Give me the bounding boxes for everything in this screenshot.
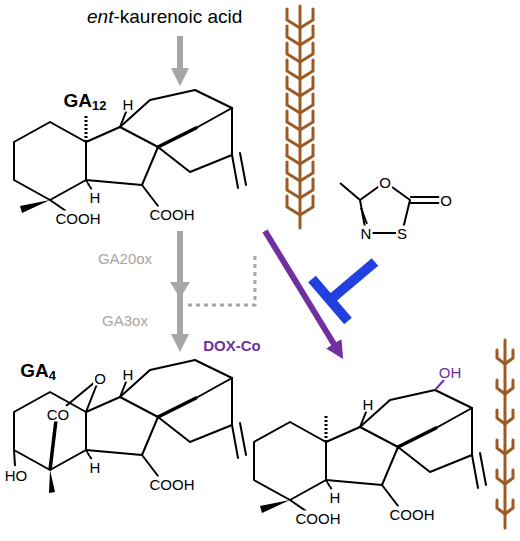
lactone-bond	[66, 382, 95, 406]
hydroxyl-bond	[14, 450, 15, 466]
inhibition-stem	[330, 262, 375, 300]
atom-label: H	[89, 460, 102, 475]
spike-awn	[497, 440, 505, 454]
atom-label: O	[378, 175, 392, 190]
ga12-structure: GA12HHCOOHCOOH	[4, 86, 248, 228]
product-skeleton	[254, 380, 486, 513]
carbonyl-bond	[410, 197, 440, 203]
ga12-substituents	[20, 114, 86, 213]
atom-label: N	[360, 226, 373, 241]
spike-awn	[287, 179, 300, 198]
spike-awn	[505, 500, 513, 514]
compound-name: GA4	[19, 361, 57, 380]
methyl-wedge	[49, 470, 55, 493]
atom-label: H	[122, 97, 135, 112]
short-plant-spike	[497, 340, 513, 528]
spike-awn	[287, 77, 300, 96]
precursor-name: ent-kaurenoic acid	[80, 5, 262, 33]
enzyme-step-label: GA3ox	[100, 313, 150, 328]
spike-awn	[300, 9, 313, 28]
inhibitor-structure: O N S O	[330, 170, 456, 246]
spike-awn	[505, 350, 513, 364]
spike-stem	[504, 340, 507, 528]
atom-label: COOH	[149, 207, 196, 222]
ga4-structure: GA4O CO HO H H COOH	[0, 352, 246, 500]
dotted-block-line	[188, 255, 255, 305]
spike-awn	[300, 128, 313, 147]
spike-awn	[300, 26, 313, 45]
atom-label: HO	[4, 468, 29, 483]
spike-awn	[287, 9, 300, 28]
oxathiazolone-structure	[340, 182, 440, 233]
atom-label: OH	[438, 365, 463, 380]
spike-awn	[497, 410, 505, 424]
spike-awn	[300, 179, 313, 198]
hydroxyl-bond	[435, 380, 444, 390]
double-bond	[361, 208, 367, 224]
ga4-core	[14, 360, 246, 476]
spike-awn	[300, 77, 313, 96]
spike-awn	[287, 196, 300, 215]
enzyme-label: DOX-Co	[201, 338, 263, 353]
spike-awn	[287, 111, 300, 130]
spike-awn	[497, 380, 505, 394]
spike-awn	[497, 350, 505, 364]
spike-awn	[287, 43, 300, 62]
compound-name: ent-kaurenoic acid	[86, 6, 243, 27]
spike-awn	[300, 60, 313, 79]
atom-label: COOH	[389, 507, 436, 522]
lactone-bond	[50, 420, 56, 470]
atom-label: CO	[46, 407, 71, 422]
product-substituents	[260, 414, 326, 513]
product-core	[254, 390, 486, 506]
atom-label: H	[362, 397, 375, 412]
spike-awn	[300, 43, 313, 62]
spike-awn	[505, 410, 513, 424]
spike-awn	[497, 500, 505, 514]
ga12-skeleton	[14, 90, 246, 206]
spike-stem	[299, 6, 302, 228]
spike-awn	[505, 380, 513, 394]
pathway-arrow	[177, 231, 183, 346]
spike-awn	[505, 440, 513, 454]
spike-awn	[300, 162, 313, 181]
atom-label: COOH	[55, 211, 102, 226]
spike-awn	[287, 94, 300, 113]
spike-awn	[505, 470, 513, 484]
spike-awn	[287, 128, 300, 147]
product-structure: OH H H COOH COOH	[250, 360, 492, 530]
spike-awn	[300, 111, 313, 130]
ga4-skeleton	[14, 360, 246, 493]
spike-awn	[497, 470, 505, 484]
spike-awn	[300, 196, 313, 215]
atom-label: COOH	[149, 477, 196, 492]
spike-awn	[287, 145, 300, 164]
spike-awn	[287, 26, 300, 45]
tall-plant-spike	[287, 6, 313, 228]
methyl-bond	[340, 183, 360, 200]
atom-label: O	[439, 193, 453, 208]
spike-awn	[300, 145, 313, 164]
atom-label: H	[122, 367, 135, 382]
spike-awn	[300, 94, 313, 113]
compound-name: GA12	[63, 91, 108, 110]
atom-label: H	[89, 190, 102, 205]
spike-awn	[287, 60, 300, 79]
dox-co-arrow	[265, 231, 340, 354]
atom-label: COOH	[295, 511, 342, 526]
spike-awn	[287, 162, 300, 181]
enzyme-step-label: GA20ox	[96, 251, 154, 266]
atom-label: O	[93, 371, 107, 386]
pathway-arrow	[177, 36, 183, 80]
atom-label: S	[396, 226, 408, 241]
atom-label: H	[329, 490, 342, 505]
